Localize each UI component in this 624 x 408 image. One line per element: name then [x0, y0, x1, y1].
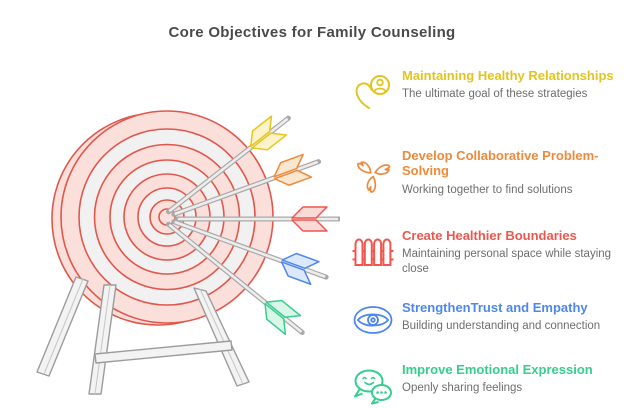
arrow-yellow	[166, 115, 291, 215]
easel-left-leg	[36, 276, 89, 377]
eye-icon	[350, 304, 396, 336]
arrow-blue	[171, 219, 329, 286]
easel-crossbar	[94, 340, 233, 364]
objective-title: Improve Emotional Expression	[402, 362, 593, 377]
objective-description: Working together to find solutions	[402, 183, 573, 196]
arrow-green	[166, 221, 305, 336]
objective-description: Maintaining personal space while staying…	[402, 248, 612, 275]
page-title: Core Objectives for Family Counseling	[168, 24, 456, 41]
fence-icon	[350, 232, 396, 276]
objective-title: StrengthenTrust and Empathy	[402, 300, 588, 315]
objective-item-problem-solving: Develop Collaborative Problem-Solving Wo…	[350, 148, 624, 197]
objective-title: Maintaining Healthy Relationships	[402, 68, 614, 83]
arrow-orange	[171, 153, 322, 217]
objective-item-boundaries: Create Healthier Boundaries Maintaining …	[350, 228, 624, 276]
heart-person-icon	[350, 72, 396, 114]
objective-item-emotional-expression: Improve Emotional Expression Openly shar…	[350, 362, 624, 406]
dartboard-illustration	[36, 110, 340, 395]
easel-stand	[36, 276, 250, 395]
arrows	[166, 115, 340, 336]
objective-item-relationships: Maintaining Healthy Relationships The ul…	[350, 68, 624, 114]
objective-title: Create Healthier Boundaries	[402, 228, 577, 243]
objective-title: Develop Collaborative Problem-Solving	[402, 148, 599, 179]
speech-bubbles-icon	[350, 366, 396, 406]
objective-item-trust-empathy: StrengthenTrust and Empathy Building und…	[350, 300, 624, 336]
arrow-red	[174, 206, 340, 232]
objective-description: Building understanding and connection	[402, 320, 601, 333]
objective-description: Openly sharing feelings	[402, 382, 523, 395]
objective-description: The ultimate goal of these strategies	[402, 88, 588, 101]
hands-collaboration-icon	[350, 152, 396, 197]
